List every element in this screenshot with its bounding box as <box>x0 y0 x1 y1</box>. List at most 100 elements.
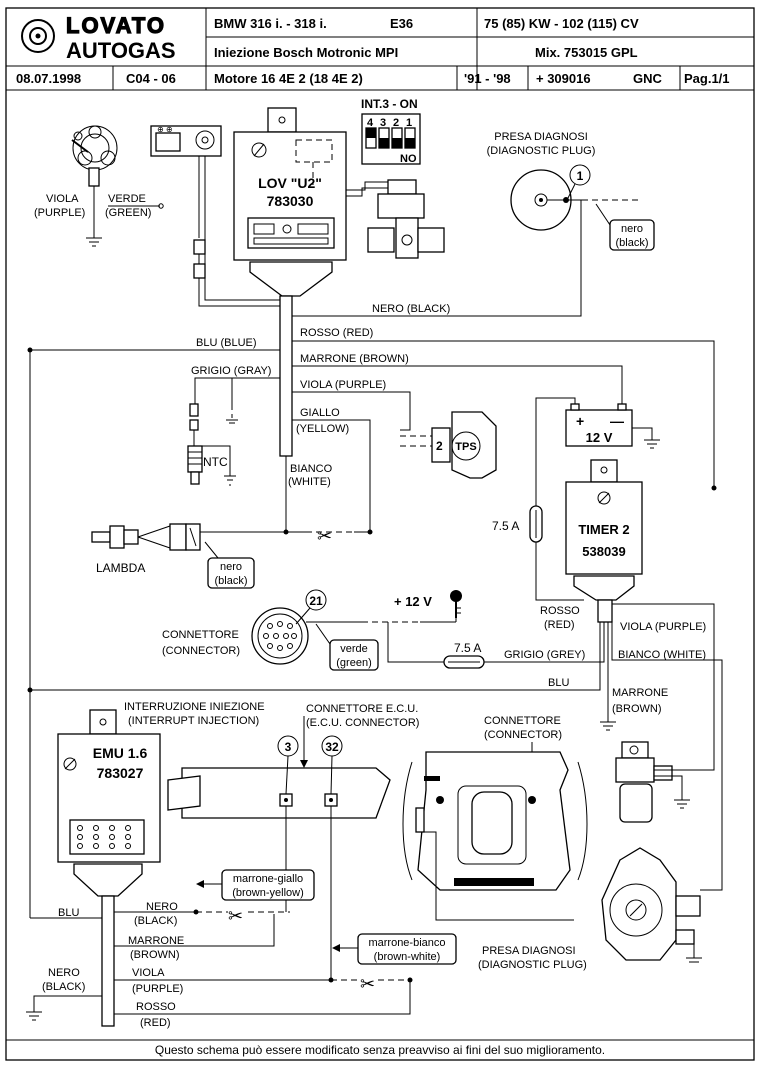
cut-scissors-icon-3: ✂ <box>360 974 375 994</box>
dip-digit-3: 3 <box>380 117 386 129</box>
pin-3: 3 <box>285 740 292 754</box>
wire-label-bianco-en: (WHITE) <box>288 476 331 488</box>
connector2-label: CONNETTORE <box>484 715 561 727</box>
tps-sensor <box>400 411 497 479</box>
plus-code-text: + 309016 <box>536 71 591 86</box>
brand-top: LOVATO <box>66 13 166 38</box>
wire-label-marrone-bianco: marrone-bianco <box>368 937 445 949</box>
wire-label-blu: BLU <box>548 677 569 689</box>
svg-text:⊕ ⊕: ⊕ ⊕ <box>157 125 173 134</box>
emu-1-6-unit <box>57 709 161 1027</box>
code-text: C04 - 06 <box>126 71 176 86</box>
wire-label-blu-blue: BLU (BLUE) <box>196 337 257 349</box>
dip-digit-2: 2 <box>393 117 399 129</box>
wire-label-viola-c: VIOLA <box>132 967 165 979</box>
timer-2-unit <box>565 459 643 623</box>
wire-label-bianco-white: BIANCO (WHITE) <box>618 649 706 661</box>
dip-switch: 4 3 2 1 NO <box>361 113 421 165</box>
lambda-sensor <box>91 523 201 551</box>
nero-black-callout <box>609 219 655 251</box>
ntc-sensor <box>187 403 236 486</box>
wire-label-brown-white: (brown-white) <box>374 951 441 963</box>
series-text: E36 <box>390 16 413 31</box>
ntc-label: NTC <box>203 455 228 469</box>
lovato-logo: LOVATO AUTOGAS <box>21 12 176 63</box>
battery-12v <box>565 403 633 447</box>
ecu-conn-label: CONNETTORE E.C.U. <box>306 703 418 715</box>
battery-minus: — <box>610 413 624 429</box>
wire-label-marrone-giallo: marrone-giallo <box>233 873 303 885</box>
injection-text: Iniezione Bosch Motronic MPI <box>214 45 398 60</box>
wire-label-green-small: (green) <box>336 657 371 669</box>
footer-note: Questo schema può essere modificato senz… <box>155 1043 605 1057</box>
nero-black-callout-2 <box>207 557 255 589</box>
tps-pin-label: 2 <box>436 439 443 453</box>
wire-label-black-small-2: (black) <box>214 575 247 587</box>
wire-label-red: (RED) <box>544 619 575 631</box>
fuse-2-label: 7.5 A <box>454 641 481 655</box>
wire-label-bianco: BIANCO <box>290 463 333 475</box>
tps-label: TPS <box>455 441 476 453</box>
lambda-label: LAMBDA <box>96 561 145 575</box>
lov-u2-unit: LOV "U2" 783030 <box>233 107 347 297</box>
connector-label: CONNETTORE <box>162 629 239 641</box>
lov-u2-label: LOV "U2" <box>258 175 322 191</box>
wire-label-rosso-c: ROSSO <box>136 1001 176 1013</box>
page-text: Pag.1/1 <box>684 71 730 86</box>
wire-label-marrone-brown: MARRONE (BROWN) <box>300 353 409 365</box>
wire-label-black-b: (BLACK) <box>134 915 177 927</box>
wire-label-black-c: (BLACK) <box>42 981 85 993</box>
wire-label-verde-small: verde <box>340 643 368 655</box>
wire-label-nero-small: nero <box>621 223 643 235</box>
harness-main <box>279 295 293 457</box>
diag-plug2-label: PRESA DIAGNOSI <box>482 945 576 957</box>
distributor-icon <box>71 125 118 187</box>
wire-label-viola: VIOLA <box>46 193 79 205</box>
verde-green-callout <box>329 639 379 671</box>
ecu-connector <box>167 767 391 819</box>
diag-pin-number: 1 <box>577 169 584 183</box>
gas-solenoid-valve <box>346 179 445 259</box>
dip-no-label: NO <box>400 153 417 165</box>
interrupt-label-en: (INTERRUPT INJECTION) <box>128 715 259 727</box>
wire-label-nero-small-2: nero <box>220 561 242 573</box>
connector2-label-en: (CONNECTOR) <box>484 729 562 741</box>
wire-label-blu-2: BLU <box>58 907 79 919</box>
connector-pin-21: 21 <box>309 594 323 608</box>
marrone-giallo-callout <box>221 869 315 901</box>
wire-label-brown-yellow: (brown-yellow) <box>232 887 304 899</box>
wire-label-brown-b: (BROWN) <box>130 949 180 961</box>
wire-label-marrone: MARRONE <box>612 687 668 699</box>
dip-digit-1: 1 <box>406 117 412 129</box>
emu-label: EMU 1.6 <box>93 745 148 761</box>
dip-digit-4: 4 <box>367 117 374 129</box>
wire-label-viola-purple-2: VIOLA (PURPLE) <box>620 621 706 633</box>
years-text: '91 - '98 <box>464 71 511 86</box>
wire-label-nero-c: NERO <box>48 967 80 979</box>
cut-scissors-icon-1: ✂ <box>317 526 332 546</box>
wire-label-nero-b: NERO <box>146 901 178 913</box>
wire-label-black-small: (black) <box>615 237 648 249</box>
connector-label-en: (CONNECTOR) <box>162 645 240 657</box>
wire-label-red-c: (RED) <box>140 1017 171 1029</box>
wire-label-brown: (BROWN) <box>612 703 662 715</box>
wire-label-giallo: GIALLO <box>300 407 340 419</box>
cut-scissors-icon-2: ✂ <box>228 906 243 926</box>
wire-label-verde-en: (GREEN) <box>105 207 151 219</box>
int3-on-label: INT.3 - ON <box>361 97 418 111</box>
small-connector-box: ⊕ ⊕ <box>150 125 222 157</box>
ecu-conn-label-en: (E.C.U. CONNECTOR) <box>306 717 419 729</box>
diagnostic-plug-top: 1 <box>510 164 640 231</box>
diag-plug-label: PRESA DIAGNOSI <box>494 131 588 143</box>
connector-21 <box>251 589 327 665</box>
power-text: 75 (85) KW - 102 (115) CV <box>484 16 639 31</box>
wire-label-grigio-gray: GRIGIO (GRAY) <box>191 365 271 377</box>
wire-label-rosso-red: ROSSO (RED) <box>300 327 373 339</box>
timer-label: TIMER 2 <box>578 522 629 537</box>
interrupt-label: INTERRUZIONE INIEZIONE <box>124 701 265 713</box>
ignition-key-icon <box>450 590 462 618</box>
brand-bottom: AUTOGAS <box>66 38 176 63</box>
pin-32: 32 <box>325 740 339 754</box>
plus-12v-label: + 12 V <box>394 594 432 609</box>
